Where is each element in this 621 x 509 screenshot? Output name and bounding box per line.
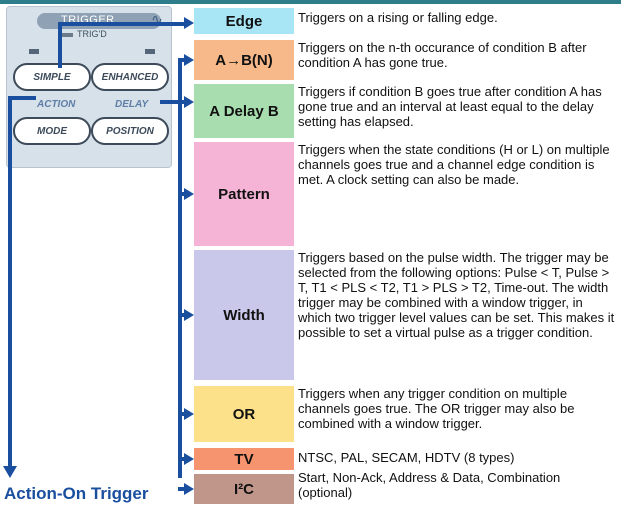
branch-arrowhead <box>184 309 194 321</box>
action-arrowhead <box>3 466 17 478</box>
simple-led <box>29 49 39 54</box>
mode-name: Edge <box>225 12 263 30</box>
edge-connector-vertical <box>58 22 62 68</box>
branch-arrowhead <box>184 408 194 420</box>
branch-line <box>178 457 186 461</box>
mode-name: A Delay B <box>209 102 279 120</box>
mode-name: OR <box>232 405 256 423</box>
enhanced-trunk <box>178 60 182 478</box>
trigd-led <box>61 33 73 37</box>
mode-description: NTSC, PAL, SECAM, HDTV (8 types) <box>298 450 515 465</box>
enhanced-button[interactable]: ENHANCED <box>91 63 169 91</box>
header-band <box>0 0 621 4</box>
mode-box-6: TV <box>194 448 294 470</box>
action-connector-horizontal <box>8 96 36 100</box>
mode-description: Triggers when any trigger condition on m… <box>298 386 575 431</box>
mode-description: Triggers when the state conditions (H or… <box>298 142 610 187</box>
action-on-trigger-title: Action-On Trigger <box>4 484 149 503</box>
mode-name: TV <box>234 450 254 468</box>
branch-arrowhead <box>184 188 194 200</box>
delay-label: DELAY <box>115 99 149 110</box>
mode-description: Triggers on a rising or falling edge. <box>298 10 498 25</box>
mode-box-1: A→B(N) <box>194 40 294 80</box>
mode-button[interactable]: MODE <box>13 117 91 145</box>
delay-connector <box>160 100 184 104</box>
position-button[interactable]: POSITION <box>91 117 169 145</box>
simple-button[interactable]: SIMPLE <box>13 63 91 91</box>
mode-description: Triggers on the n-th occurance of condit… <box>298 40 587 70</box>
branch-arrowhead <box>184 453 194 465</box>
action-connector-vertical <box>8 96 12 466</box>
action-label: ACTION <box>37 99 76 110</box>
mode-name: Pattern <box>218 185 270 203</box>
trigger-mode-icon: ∿ <box>151 11 163 27</box>
mode-name: I²C <box>234 480 254 498</box>
mode-name: Width <box>223 306 265 324</box>
branch-line <box>178 412 186 416</box>
mode-name: A→B(N) <box>215 51 273 69</box>
enhanced-led <box>145 49 155 54</box>
mode-description: Triggers based on the pulse width. The t… <box>298 250 615 340</box>
branch-arrowhead <box>184 54 194 66</box>
mode-description: Triggers if condition B goes true after … <box>298 84 602 129</box>
branch-arrowhead <box>184 483 194 495</box>
trigger-control-panel: TRIGGER ∿ TRIG'D SIMPLE ENHANCED ACTION … <box>6 6 172 168</box>
mode-box-0: Edge <box>194 8 294 34</box>
mode-box-3: Pattern <box>194 142 294 246</box>
branch-line <box>178 58 186 62</box>
branch-line <box>178 313 186 317</box>
branch-line <box>178 487 186 491</box>
mode-box-7: I²C <box>194 474 294 504</box>
trigd-label: TRIG'D <box>77 29 107 39</box>
mode-box-4: Width <box>194 250 294 380</box>
edge-connector-horizontal <box>58 22 184 26</box>
edge-arrowhead <box>184 17 194 29</box>
trigger-header-pill: TRIGGER <box>37 13 161 29</box>
branch-line <box>178 192 186 196</box>
mode-box-2: A Delay B <box>194 84 294 138</box>
mode-box-5: OR <box>194 386 294 442</box>
mode-description: Start, Non-Ack, Address & Data, Combinat… <box>298 470 561 500</box>
delay-arrowhead <box>184 96 194 108</box>
